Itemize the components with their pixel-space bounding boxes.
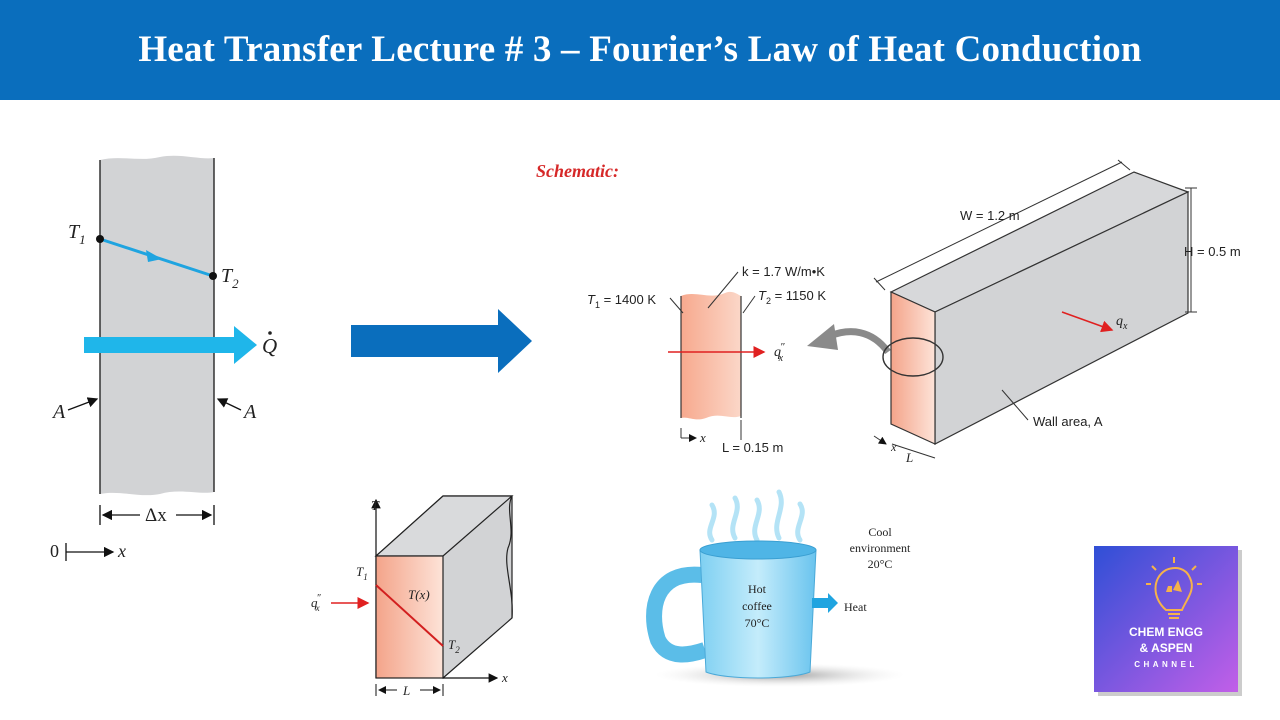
profile-t1-label: T1: [356, 564, 368, 582]
block-L-label: L: [905, 450, 913, 465]
schematic-t2-label: T2 = 1150 K: [758, 288, 826, 306]
profile-block-front: [375, 555, 444, 679]
logo-line3: CHANNEL: [1134, 660, 1198, 669]
cup-label-line3: 70°C: [745, 616, 770, 630]
profile-temperature-line: [375, 584, 444, 647]
schematic-figure: Schematic: q″x T1 = 1400 K k = 1.7 W/m•K…: [536, 159, 1241, 465]
block-x-label: x: [890, 440, 897, 454]
thickness-label: Δx: [145, 505, 167, 526]
t1-label: T1: [68, 221, 86, 247]
slab-x-label: x: [699, 430, 706, 445]
profile-L-label: L: [402, 683, 410, 698]
profile-figure: T T1 T(x) T2 q″x x L: [311, 495, 514, 698]
channel-logo: CHEM ENGG & ASPEN CHANNEL: [1094, 546, 1242, 696]
area-right-label: A: [242, 401, 257, 423]
profile-block-torn-edge: [506, 495, 513, 619]
t2-leader: [742, 295, 756, 314]
block-flux-label: qx: [1116, 314, 1128, 332]
heat-flow-arrow-body: [84, 337, 236, 353]
callout-curve-arrow: [828, 328, 891, 355]
env-label-line3: 20°C: [868, 557, 893, 571]
lightbulb-icon: [1146, 557, 1202, 619]
width-tick-right: [1117, 159, 1131, 171]
profile-t-axis-label: T: [371, 499, 380, 514]
block-x-arrow: [873, 435, 887, 445]
callout-arrowhead: [807, 324, 838, 350]
cup-rim: [699, 540, 817, 560]
q-dot-mark: [268, 331, 272, 335]
block-front-face: [890, 291, 936, 445]
coffee-cup-figure: Hot coffee 70°C Heat Cool environment 20…: [646, 489, 911, 687]
width-dimension-line: [875, 161, 1123, 283]
schematic-label: Schematic:: [536, 161, 619, 181]
wall-slab: [100, 155, 214, 496]
conductivity-label: k = 1.7 W/m•K: [742, 264, 825, 279]
wall-area-leader: [1001, 389, 1029, 421]
t1-leader: [669, 297, 684, 314]
cup-body: [699, 549, 817, 679]
q-dot-label: Q: [262, 334, 277, 358]
profile-tx-label: T(x): [408, 587, 430, 602]
heat-arrow: [812, 593, 838, 613]
page-title: Heat Transfer Lecture # 3 – Fourier’s La…: [138, 29, 1142, 70]
logo-background: [1094, 546, 1238, 692]
cup-handle: [646, 566, 708, 663]
block-callout-ellipse: [882, 337, 944, 377]
area-left-label: A: [51, 401, 66, 423]
slab-thickness-label: L = 0.15 m: [722, 440, 783, 455]
logo-line1: CHEM ENGG: [1129, 625, 1203, 639]
area-left-pointer: [67, 397, 99, 411]
t2-point: [209, 272, 217, 280]
block-flux-arrow: [1061, 311, 1114, 333]
schematic-flux-label: q″x: [774, 341, 785, 364]
env-label-line2: environment: [850, 541, 911, 555]
area-right-pointer: [216, 398, 242, 411]
wall-area-label: Wall area, A: [1033, 414, 1103, 429]
cup-label-line2: coffee: [742, 599, 772, 613]
heat-flow-arrow-head: [234, 326, 257, 364]
schematic-t1-label: T1 = 1400 K: [587, 292, 656, 310]
t1-point: [96, 235, 104, 243]
profile-x-axis-label: x: [501, 670, 508, 685]
profile-flux-label: q″x: [311, 593, 322, 613]
width-label: W = 1.2 m: [960, 208, 1020, 223]
schematic-slab: [681, 291, 741, 420]
steam-icon: [707, 489, 805, 543]
logo-line2: & ASPEN: [1140, 641, 1193, 655]
origin-label: 0: [50, 541, 59, 561]
k-leader: [707, 271, 739, 309]
block-L-dimension: [891, 443, 936, 459]
x-axis-label: x: [117, 541, 126, 561]
cup-label-line1: Hot: [748, 582, 767, 596]
width-tick-left: [873, 277, 886, 291]
title-banner: Heat Transfer Lecture # 3 – Fourier’s La…: [0, 0, 1280, 100]
transition-arrow: [351, 309, 532, 373]
profile-direction-arrowhead: [146, 250, 162, 262]
wall-figure: T1 T2 Q A A Δx 0 x: [50, 155, 277, 561]
height-label: H = 0.5 m: [1184, 244, 1241, 259]
profile-t2-label: T2: [448, 637, 460, 655]
t2-label: T2: [221, 265, 239, 291]
env-label-line1: Cool: [868, 525, 892, 539]
heat-label: Heat: [844, 600, 867, 614]
